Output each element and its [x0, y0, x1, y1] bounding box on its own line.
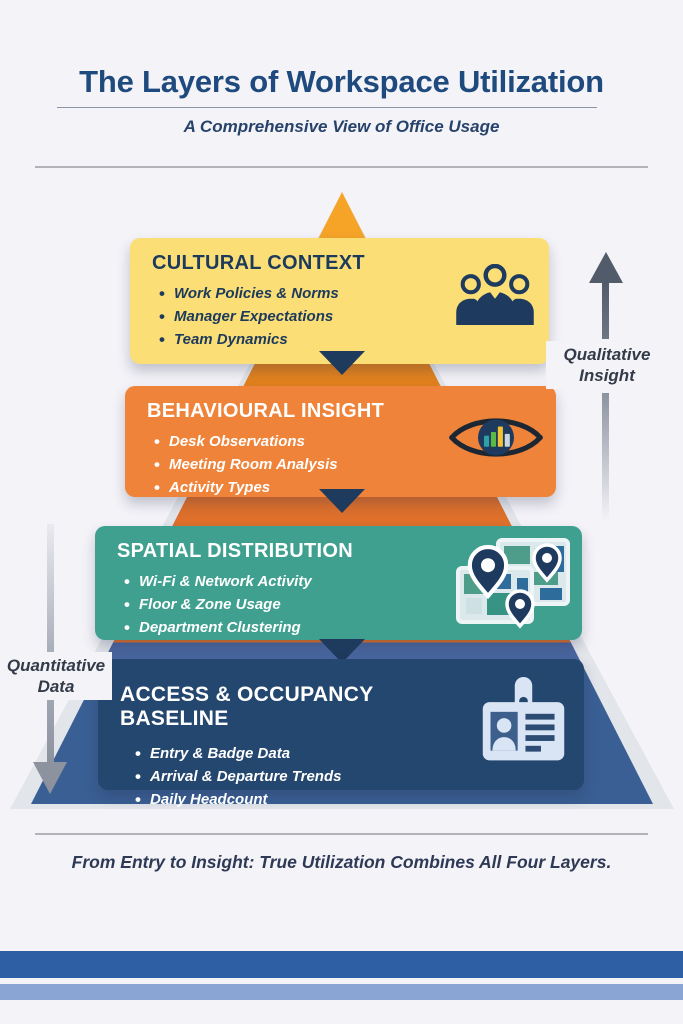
- layer-bullet-list: Desk Observations Meeting Room Analysis …: [154, 430, 556, 499]
- layer-card-access-occupancy-baseline: ACCESS & OCCUPANCY BASELINE Entry & Badg…: [98, 659, 584, 811]
- bullet-item: Team Dynamics: [159, 328, 549, 351]
- page-subtitle: A Comprehensive View of Office Usage: [183, 117, 500, 136]
- bottom-accent-bar-light: [0, 984, 683, 1000]
- bullet-item: Wi-Fi & Network Activity: [124, 570, 582, 593]
- arrow-up-shaft: [602, 281, 609, 339]
- page-title: The Layers of Workspace Utilization: [79, 64, 604, 99]
- top-divider: [35, 166, 648, 168]
- layer-title: ACCESS & OCCUPANCY BASELINE: [120, 683, 374, 730]
- bullet-item: Entry & Badge Data: [135, 742, 584, 765]
- label-line: Qualitative: [563, 345, 651, 364]
- down-triangle-connector: [319, 489, 365, 513]
- bullet-item: Manager Expectations: [159, 305, 549, 328]
- footer-tagline: From Entry to Insight: True Utilization …: [71, 852, 612, 872]
- layer-title: BEHAVIOURAL INSIGHT: [147, 400, 385, 422]
- layer-bullet-list: Wi-Fi & Network Activity Floor & Zone Us…: [124, 570, 582, 639]
- bullet-item: Activity Types: [154, 476, 556, 499]
- title-underline: [57, 107, 597, 108]
- label-line: Insight: [579, 366, 635, 385]
- bullet-item: Work Policies & Norms: [159, 282, 549, 305]
- arrow-down-shaft-fade: [47, 524, 54, 652]
- map-pins-icon: [454, 534, 574, 630]
- layer-card-cultural-context: CULTURAL CONTEXT Work Policies & Norms M…: [130, 238, 549, 364]
- bullet-item: Floor & Zone Usage: [124, 593, 582, 616]
- layer-bullet-list: Entry & Badge Data Arrival & Departure T…: [135, 742, 584, 811]
- layer-card-behavioural-insight: BEHAVIOURAL INSIGHT Desk Observations Me…: [125, 386, 556, 499]
- label-line: Data: [37, 677, 75, 696]
- id-badge-icon: [475, 675, 572, 772]
- quantitative-data-label: Quantitative Data: [0, 652, 112, 700]
- down-triangle-connector: [319, 351, 365, 375]
- people-group-icon: [453, 264, 537, 326]
- qualitative-insight-label: Qualitative Insight: [546, 341, 668, 389]
- bullet-item: Meeting Room Analysis: [154, 453, 556, 476]
- bottom-divider: [35, 833, 648, 835]
- arrow-up-icon: [589, 252, 623, 283]
- bullet-item: Department Clustering: [124, 616, 582, 639]
- layer-title: SPATIAL DISTRIBUTION: [117, 540, 353, 562]
- bullet-item: Desk Observations: [154, 430, 556, 453]
- label-line: Quantitative: [6, 656, 106, 675]
- layer-card-spatial-distribution: SPATIAL DISTRIBUTION Wi-Fi & Network Act…: [95, 526, 582, 640]
- layer-title: CULTURAL CONTEXT: [152, 252, 365, 274]
- arrow-down-shaft: [47, 700, 54, 762]
- bullet-item: Arrival & Departure Trends: [135, 765, 584, 788]
- bullet-item: Daily Headcount: [135, 788, 584, 811]
- arrow-up-shaft-fade: [602, 393, 609, 521]
- arrow-down-icon: [33, 762, 67, 794]
- layer-bullet-list: Work Policies & Norms Manager Expectatio…: [159, 282, 549, 351]
- eye-analytics-icon: [448, 408, 544, 467]
- bottom-accent-bar-dark: [0, 951, 683, 978]
